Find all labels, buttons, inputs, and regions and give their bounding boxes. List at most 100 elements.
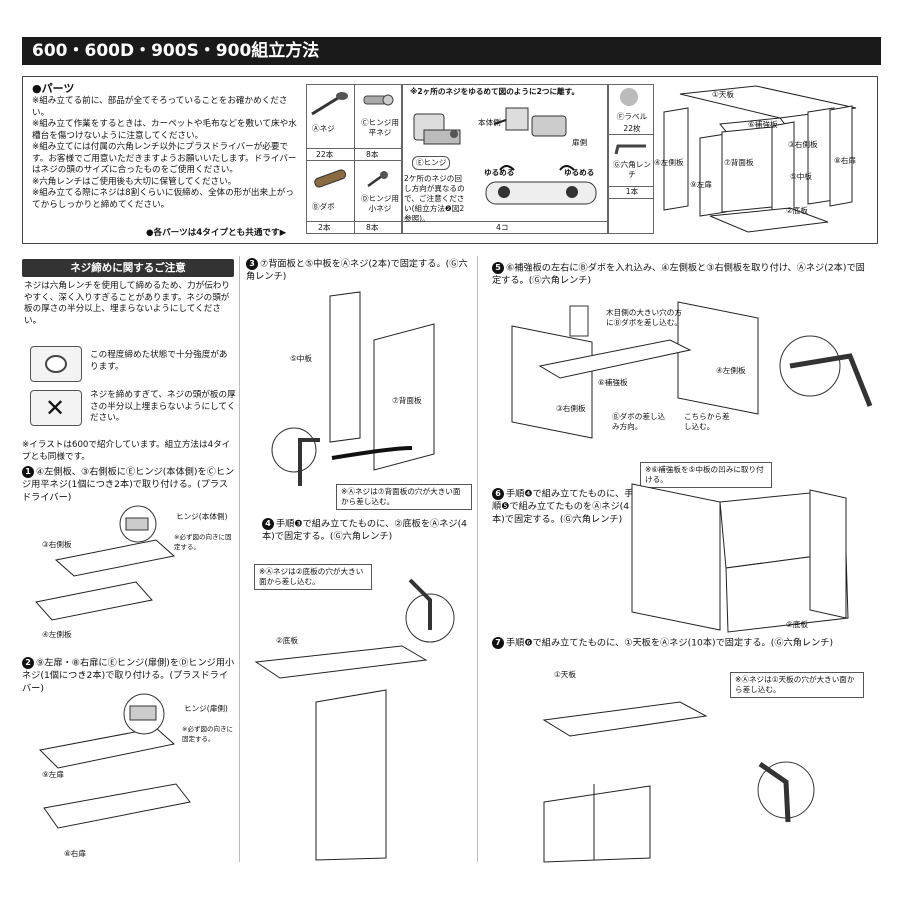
parts-note: ※組み立て作業をするときは、カーペットや毛布などを敷いて床や水槽台を傷つけないよ… <box>32 119 297 141</box>
step-5-label: ③右側板 <box>556 404 586 413</box>
step-2-label: ※必ず図の向きに固定する。 <box>182 725 233 743</box>
dowel-b-icon <box>314 169 347 188</box>
step-text: ④左側板、③右側板にⒺヒンジ(本体側)をⒸヒンジ用平ネジ(1個につき2本)で取り… <box>22 466 235 503</box>
screw-d-icon <box>367 171 388 188</box>
common-note: ●各パーツは4タイプとも共通です▶ <box>146 228 287 238</box>
hinge-door-label: 扉側 <box>572 138 588 147</box>
part-qty: 4コ <box>496 223 509 232</box>
board-label: ⑧右扉 <box>834 156 856 165</box>
part-qty: 2本 <box>318 223 331 232</box>
board-label: ④左側板 <box>654 158 684 167</box>
board-label: ⑥補強板 <box>748 120 778 129</box>
step-6-label: ②底板 <box>786 620 808 629</box>
parts-box <box>22 76 878 244</box>
part-label: Ⓐネジ <box>312 124 335 133</box>
part-label: Ⓓヒンジ用小ネジ <box>361 194 399 213</box>
hinge-body-label: 本体側 <box>478 118 501 127</box>
exploded-cabinet-diagram <box>663 85 857 233</box>
parts-note: ※組み立てる際にネジは8割くらいに仮締め、全体の形が出来上がってからしっかりと締… <box>32 188 294 210</box>
step-number: 4 <box>262 518 274 530</box>
loosen-label: ゆるめる <box>564 168 595 177</box>
page-title: 600・600D・900S・900組立方法 <box>22 37 881 65</box>
loosen-label: ゆるめる <box>484 168 515 177</box>
step-6-note: ※⑥補強板を⑤中板の凹みに取り付ける。 <box>640 462 772 488</box>
step-4-diagram <box>254 578 455 861</box>
step-4-note: ※Ⓐネジは②底板の穴が大きい面から差し込む。 <box>254 564 372 590</box>
part-label: Ⓒヒンジ用平ネジ <box>361 118 399 137</box>
hinge-note: ※2ヶ所のネジをゆるめて図のように2つに離す。 <box>410 87 580 96</box>
parts-note: ※組み立てる前に、部品が全てそろっていることをお確かめください。 <box>32 96 288 118</box>
hinge-caption: 2ケ所のネジの回し方向が異なるので、ご注意ください(組立方法❷図2参照)。 <box>404 174 465 223</box>
step-5-label: Ⓑダボの差し込み方向。 <box>612 412 666 431</box>
part-qty: 22枚 <box>623 124 641 133</box>
hinge-e-label: Ⓔヒンジ <box>412 156 451 170</box>
step-3-note: ※Ⓐネジは⑦背面板の穴が大きい面から差し込む。 <box>336 484 472 510</box>
board-label: ③右側板 <box>788 140 818 149</box>
screw-a-icon <box>311 92 348 116</box>
screw-caution-text: ネジは六角レンチを使用して締めるため、力が伝わりやすく、深く入りすぎることがあり… <box>24 281 230 326</box>
screw-ok-text: この程度締めた状態で十分強度があります。 <box>90 350 228 372</box>
step-7-label: ①天板 <box>554 670 576 679</box>
step-3-diagram <box>271 291 435 486</box>
step-number: 7 <box>492 637 504 649</box>
step-5-label: 木目側の大きい穴の方にⒷダボを差し込む。 <box>606 308 682 327</box>
step-1-label: ③右側板 <box>42 540 72 549</box>
label-sticker-icon <box>620 88 638 106</box>
step-text: ⑦背面板と⑤中板をⒶネジ(2本)で固定する。(Ⓖ六角レンチ) <box>246 258 468 283</box>
board-label: ⑨左扉 <box>690 180 712 189</box>
screw-ng-text: ネジを締めすぎて、ネジの頭が板の厚さの半分以上埋まらないようにしてください。 <box>90 390 236 423</box>
step-2-label: ⑨左扉 <box>42 770 64 779</box>
board-label: ②底板 <box>786 206 808 215</box>
step-2-label: ヒンジ(扉側) <box>184 704 228 713</box>
step-3-label: ⑤中板 <box>290 354 312 363</box>
step-7-note: ※Ⓐネジは①天板の穴が大きい面から差し込む。 <box>730 672 864 698</box>
part-qty: 8本 <box>366 150 379 159</box>
part-qty: 22本 <box>316 150 334 159</box>
part-qty: 1本 <box>625 187 639 196</box>
step-text: ⑥補強板の左右にⒷダボを入れ込み、④左側板と③右側板を取り付け、Ⓐネジ(2本)で… <box>492 262 865 287</box>
step-number: 1 <box>22 466 34 478</box>
step-2-label: ⑧右扉 <box>64 849 86 858</box>
parts-notes: ※組み立てる前に、部品が全てそろっていることをお確かめください。 ※組み立て作業… <box>32 96 300 211</box>
step-number: 6 <box>492 488 504 500</box>
parts-note: ※組み立てには付属の六角レンチ以外にプラスドライバーが必要です。お客様でご用意い… <box>32 142 297 175</box>
step-text: 手順❸で組み立てたものに、②底板をⒶネジ(4本)で固定する。(Ⓖ六角レンチ) <box>262 518 468 543</box>
step-5-label: ④左側板 <box>716 366 746 375</box>
step-5-label: こちらから差し込む。 <box>684 412 730 431</box>
step-text: ⑨左扉・⑧右扉にⒺヒンジ(扉側)をⒹヒンジ用小ネジ(1個につき2本)で取り付ける… <box>22 657 235 694</box>
hinge-illustration <box>413 107 597 205</box>
parts-heading: ●パーツ <box>32 82 75 95</box>
step-7-diagram <box>542 701 815 863</box>
step-4-label: ②底板 <box>276 636 298 645</box>
step-2-diagram <box>38 693 191 829</box>
parts-note: ※六角レンチはご使用後も大切に保管してください。 <box>32 176 237 187</box>
step-1-diagram <box>35 505 176 621</box>
step-5-label: ⑥補強板 <box>598 378 628 387</box>
label-wrench-cell <box>608 84 654 234</box>
step-number: 2 <box>22 657 34 669</box>
step-number: 5 <box>492 262 504 274</box>
part-label: Ⓑダボ <box>312 202 335 211</box>
step-5-diagram <box>511 301 873 439</box>
board-label: ①天板 <box>712 90 734 99</box>
step-1-label: ※必ず図の向きに固定する。 <box>174 533 232 551</box>
board-label: ⑦背面板 <box>724 158 754 167</box>
part-qty: 8本 <box>366 223 379 232</box>
step-number: 3 <box>246 258 258 270</box>
step-1-label: ヒンジ(本体側) <box>176 512 228 521</box>
step-1-label: ④左側板 <box>42 630 72 639</box>
hinge-area <box>402 84 608 234</box>
screw-ng-icon: ✕ <box>30 390 82 426</box>
board-label: ⑤中板 <box>790 172 812 181</box>
step-text: 手順❻で組み立てたものに、①天板をⒶネジ(10本)で固定する。(Ⓖ六角レンチ) <box>506 637 834 649</box>
screw-c-icon <box>363 94 394 106</box>
part-label: Ⓕラベル <box>616 112 648 121</box>
hex-wrench-icon <box>614 144 646 155</box>
step-text: 手順❹で組み立てたものに、手順❺で組み立てたものをⒶネジ(4本)で固定する。(Ⓖ… <box>492 488 634 525</box>
